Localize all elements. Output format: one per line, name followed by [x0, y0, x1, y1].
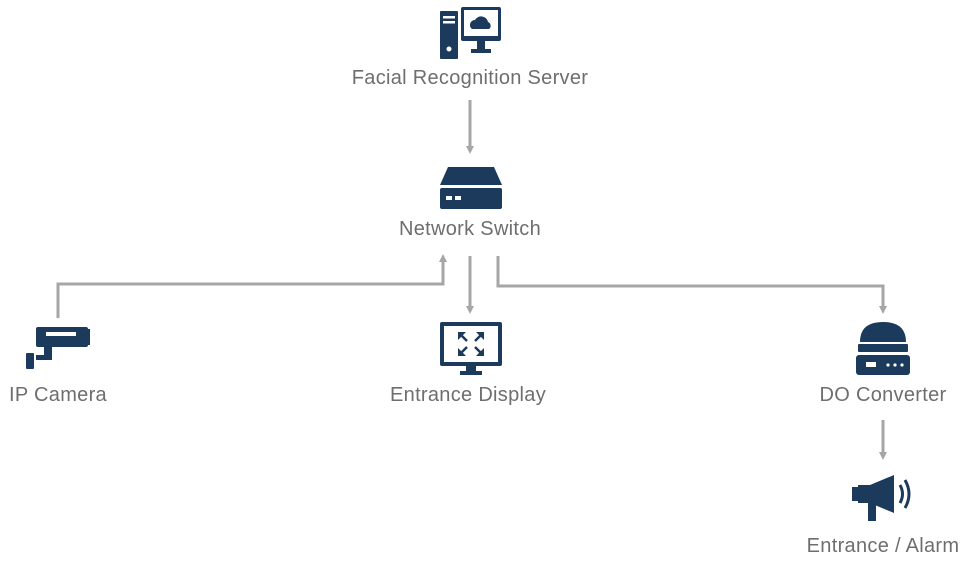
display-monitor-icon — [440, 322, 502, 375]
camera-label: IP Camera — [9, 384, 107, 406]
arrow-camera-to-switch — [56, 254, 447, 318]
alarm-label: Entrance / Alarm — [806, 535, 960, 557]
server-monitor-cloud-icon — [440, 7, 501, 59]
converter-label: DO Converter — [819, 384, 947, 406]
switch-label: Network Switch — [398, 218, 542, 240]
server-label: Facial Recognition Server — [351, 67, 589, 89]
display-label: Entrance Display — [390, 384, 546, 406]
security-camera-icon — [26, 327, 90, 369]
megaphone-alarm-icon — [852, 475, 911, 521]
network-switch-icon — [440, 167, 502, 209]
converter-device-icon — [856, 322, 910, 375]
arrow-switch-to-converter — [496, 256, 887, 314]
